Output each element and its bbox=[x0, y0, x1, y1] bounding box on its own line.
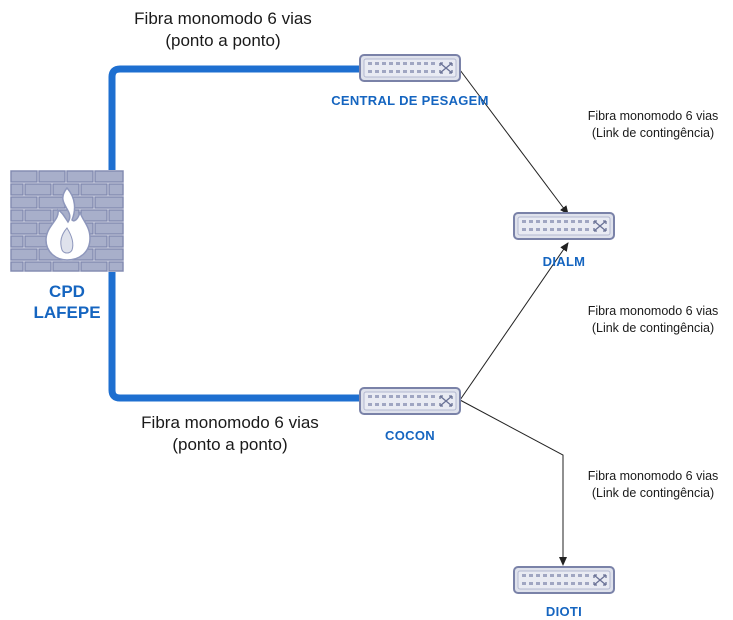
bottom-trunk-label: Fibra monomodo 6 vias (ponto a ponto) bbox=[115, 412, 345, 456]
central-label: CENTRAL DE PESAGEM bbox=[331, 93, 489, 108]
link-label-central-dialm: Fibra monomodo 6 vias (Link de contingên… bbox=[573, 108, 733, 142]
bottom-trunk-label-line1: Fibra monomodo 6 vias bbox=[141, 413, 319, 432]
network-switch-icon bbox=[359, 387, 461, 415]
link-label-cocon-dialm-line1: Fibra monomodo 6 vias bbox=[587, 304, 719, 318]
dialm-label: DIALM bbox=[542, 254, 586, 269]
link-label-central-dialm-line1: Fibra monomodo 6 vias bbox=[587, 109, 719, 123]
cpd-label-line1: CPD bbox=[49, 282, 85, 301]
flame-icon bbox=[45, 186, 91, 261]
network-switch-icon bbox=[513, 566, 615, 594]
firewall-icon bbox=[10, 170, 124, 272]
link-central-to-dialm bbox=[459, 69, 569, 215]
top-trunk-label-line1: Fibra monomodo 6 vias bbox=[134, 9, 312, 28]
link-label-central-dialm-line2: (Link de contingência) bbox=[591, 126, 715, 140]
network-switch-icon bbox=[513, 212, 615, 240]
top-trunk-label: Fibra monomodo 6 vias (ponto a ponto) bbox=[108, 8, 338, 52]
top-trunk-label-line2: (ponto a ponto) bbox=[165, 31, 281, 50]
link-label-cocon-dioti-line1: Fibra monomodo 6 vias bbox=[587, 469, 719, 483]
link-label-cocon-dioti-line2: (Link de contingência) bbox=[591, 486, 715, 500]
link-label-cocon-dioti: Fibra monomodo 6 vias (Link de contingên… bbox=[573, 468, 733, 502]
network-switch-icon bbox=[359, 54, 461, 82]
cpd-label: CPD LAFEPE bbox=[10, 281, 124, 323]
link-cocon-to-dioti bbox=[459, 399, 567, 566]
dioti-label: DIOTI bbox=[545, 604, 583, 619]
cocon-label: COCON bbox=[385, 428, 435, 443]
link-label-cocon-dialm-line2: (Link de contingência) bbox=[591, 321, 715, 335]
bottom-trunk-label-line2: (ponto a ponto) bbox=[172, 435, 288, 454]
cpd-label-line2: LAFEPE bbox=[33, 303, 101, 322]
link-cocon-to-dialm bbox=[459, 242, 569, 401]
link-label-cocon-dialm: Fibra monomodo 6 vias (Link de contingên… bbox=[573, 303, 733, 337]
trunk-fiber-line bbox=[108, 65, 360, 402]
